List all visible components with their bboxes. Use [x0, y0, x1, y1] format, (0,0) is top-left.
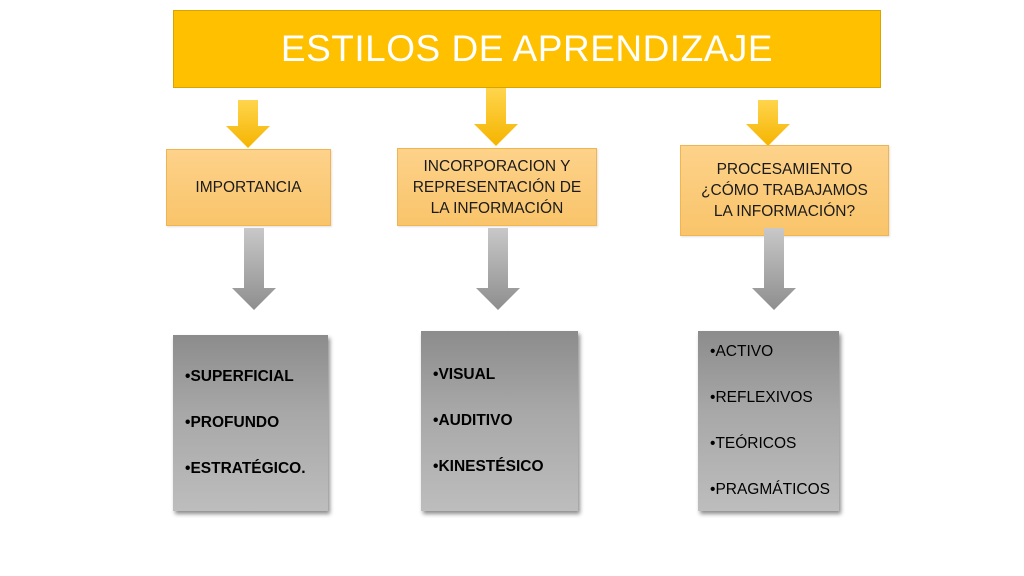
- arrow-down-icon: [476, 228, 520, 310]
- arrow-down-icon: [752, 228, 796, 310]
- heading-text: IMPORTANCIA: [195, 179, 302, 196]
- list-item: ESTRATÉGICO.: [185, 446, 328, 492]
- arrow-down-icon: [746, 100, 790, 146]
- title-box: ESTILOS DE APRENDIZAJE: [173, 10, 881, 88]
- arrow-down-icon: [232, 228, 276, 310]
- heading-box-incorporacion: INCORPORACION Y REPRESENTACIÓN DE LA INF…: [397, 148, 597, 226]
- list-box-importancia: SUPERFICIAL PROFUNDO ESTRATÉGICO.: [173, 335, 328, 511]
- list-item: KINESTÉSICO: [433, 444, 578, 490]
- list-item: AUDITIVO: [433, 398, 578, 444]
- heading-box-importancia: IMPORTANCIA: [166, 149, 331, 226]
- list-item: REFLEXIVOS: [710, 375, 839, 421]
- list-box-incorporacion: VISUAL AUDITIVO KINESTÉSICO: [421, 331, 578, 511]
- list-item: PROFUNDO: [185, 400, 328, 446]
- list-item: VISUAL: [433, 352, 578, 398]
- list-item: PRAGMÁTICOS: [710, 467, 839, 513]
- list-item: TEÓRICOS: [710, 421, 839, 467]
- heading-text: INCORPORACION Y REPRESENTACIÓN DE LA INF…: [412, 157, 582, 217]
- diagram-title: ESTILOS DE APRENDIZAJE: [280, 28, 774, 69]
- arrow-down-icon: [474, 88, 518, 146]
- list-item: ACTIVO: [710, 329, 839, 375]
- arrow-down-icon: [226, 100, 270, 148]
- list-box-procesamiento: ACTIVO REFLEXIVOS TEÓRICOS PRAGMÁTICOS: [698, 331, 839, 511]
- heading-text: PROCESAMIENTO ¿CÓMO TRABAJAMOS LA INFORM…: [701, 161, 868, 220]
- list-item: SUPERFICIAL: [185, 354, 328, 400]
- heading-box-procesamiento: PROCESAMIENTO ¿CÓMO TRABAJAMOS LA INFORM…: [680, 145, 889, 236]
